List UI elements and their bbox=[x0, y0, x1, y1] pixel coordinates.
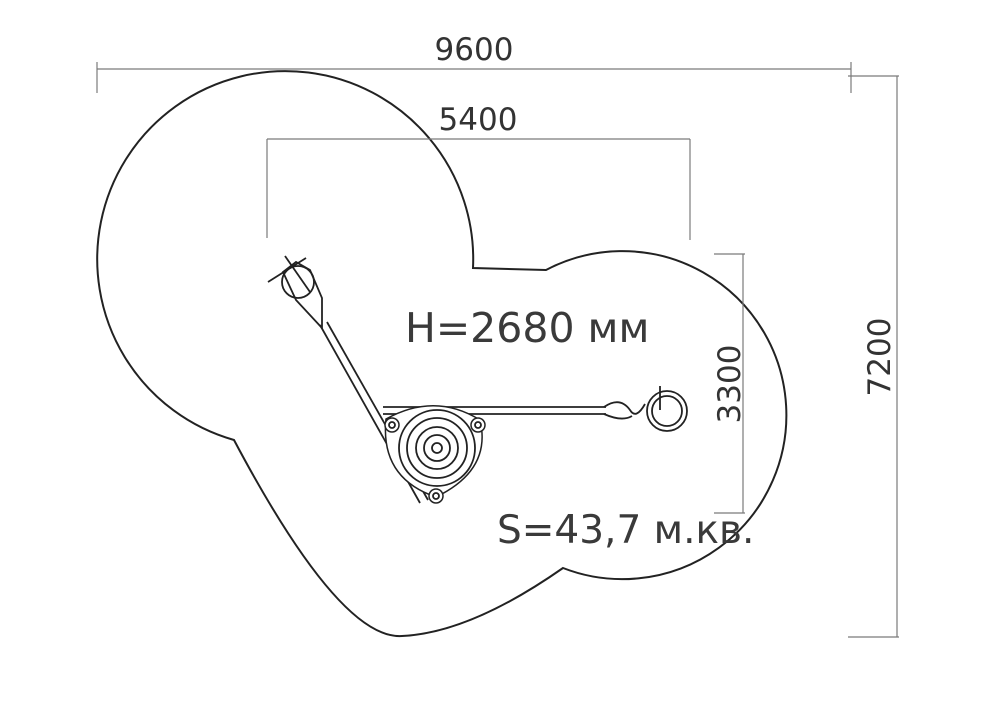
play-equipment bbox=[267, 255, 688, 504]
dimension-inner-height: 3300 bbox=[712, 253, 748, 514]
dimension-overall-height: 7200 bbox=[848, 75, 899, 638]
dimension-inner-width-label: 5400 bbox=[439, 102, 518, 138]
safety-zone-outline bbox=[96, 70, 788, 638]
dimension-overall-width-label: 9600 bbox=[435, 32, 514, 68]
area-label: S=43,7 м.кв. bbox=[497, 508, 754, 553]
dimension-inner-width: 5400 bbox=[266, 102, 691, 240]
height-label: H=2680 мм bbox=[405, 304, 649, 352]
dimension-overall-height-label: 7200 bbox=[862, 318, 898, 397]
equipment-central-hub bbox=[384, 405, 486, 504]
dimension-overall-width: 9600 bbox=[96, 32, 852, 93]
dimension-inner-height-label: 3300 bbox=[712, 345, 748, 424]
